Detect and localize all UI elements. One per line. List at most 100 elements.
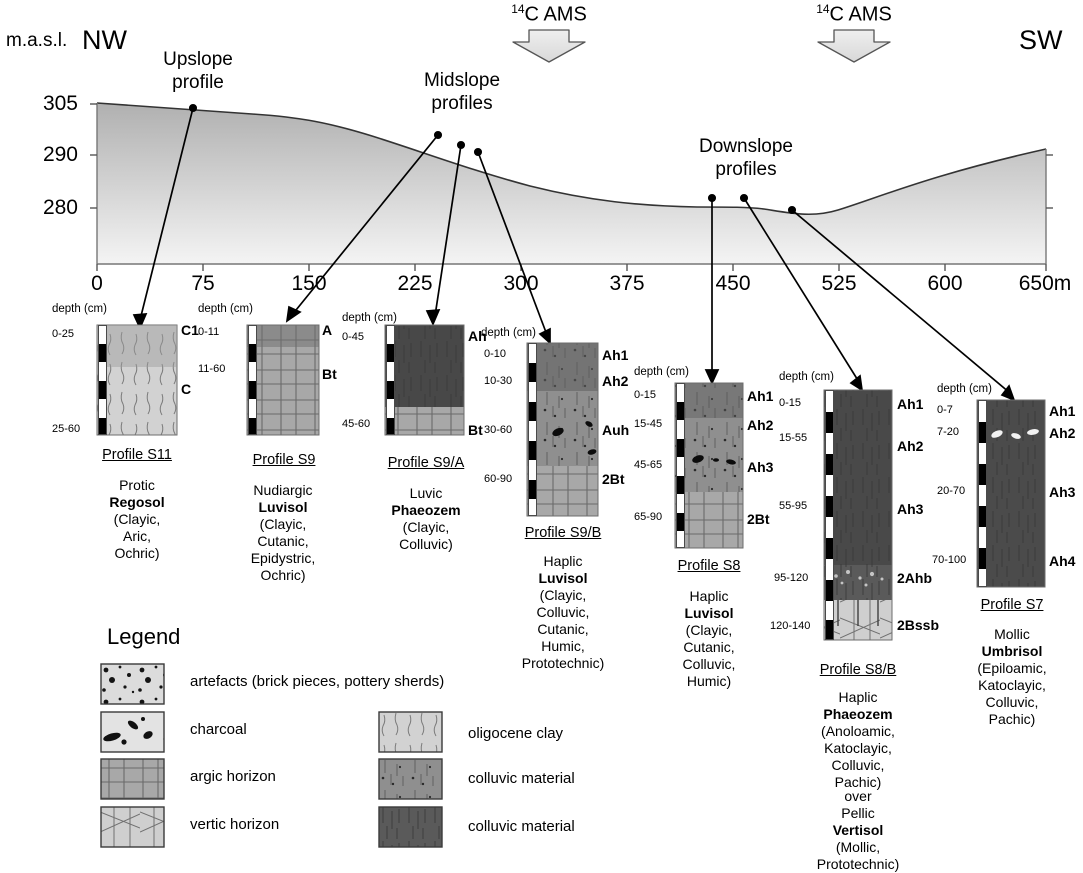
- s8b-desc-2: (Anoloamic,: [821, 723, 895, 740]
- s8b-horizon-0: Ah1: [897, 396, 924, 412]
- s9b-desc-2: (Clayic,: [539, 587, 587, 604]
- s7-depth-header: depth (cm): [937, 383, 992, 395]
- legend-label-colluvic-light: colluvic material: [468, 770, 575, 787]
- s9-desc-3: Cutanic,: [257, 533, 309, 550]
- s8b-depth-4: 120-140: [770, 620, 811, 632]
- legend-label-charcoal: charcoal: [190, 721, 247, 738]
- s8b-depth-0: 0-15: [779, 397, 802, 409]
- s7-horizon-2: Ah3: [1049, 484, 1076, 500]
- profile-column-s7: [976, 399, 1046, 588]
- s8b-horizon-3: 2Ahb: [897, 570, 932, 586]
- callout-midslope-line1: Midslope: [423, 70, 501, 91]
- legend-label-colluvic-dark: colluvic material: [468, 818, 575, 835]
- s8-depth-2: 45-65: [634, 459, 663, 471]
- s8b-profile-name: Profile S8/B: [819, 662, 897, 678]
- s7-horizon-0: Ah1: [1049, 403, 1076, 419]
- s9b-depth-2: 30-60: [484, 424, 513, 436]
- s9a-desc-1: Phaeozem: [391, 502, 461, 519]
- s8-horizon-3: 2Bt: [747, 511, 770, 527]
- s9a-desc-2: (Clayic,: [402, 519, 450, 536]
- s7-desc-1: Umbrisol: [981, 643, 1043, 660]
- s8-desc-2: (Clayic,: [685, 622, 733, 639]
- x-tick-300: 300: [503, 272, 539, 295]
- s8-desc-1: Luvisol: [684, 605, 734, 622]
- s11-horizon-1: C: [181, 381, 192, 397]
- s9-desc-2: (Clayic,: [259, 516, 307, 533]
- callout-upslope: Upslope profile: [150, 49, 246, 95]
- s8-depth-1: 15-45: [634, 418, 663, 430]
- leader-lines: [132, 103, 1016, 402]
- s9-scale-bar: [248, 325, 257, 435]
- s7-depth-1: 7-20: [937, 426, 960, 438]
- s9b-horizon-0: Ah1: [602, 347, 629, 363]
- s7-depth-0: 0-7: [937, 404, 953, 416]
- s7-profile-name: Profile S7: [980, 597, 1044, 613]
- legend-swatch-oligocene: [378, 711, 443, 753]
- profile-column-s11: [96, 324, 178, 436]
- s9-horizon-0: A: [322, 322, 333, 338]
- s7-desc-5: Pachic): [988, 711, 1036, 728]
- callout-downslope-line1: Downslope: [699, 136, 793, 157]
- x-tick-225: 225: [397, 272, 433, 295]
- x-tick-525: 525: [821, 272, 857, 295]
- s8-desc-5: Humic): [686, 673, 732, 690]
- s8-scale-bar: [676, 383, 685, 548]
- s9b-depth-1: 10-30: [484, 375, 513, 387]
- legend-swatch-vertic: [100, 806, 165, 848]
- s7-description: Mollic Umbrisol (Epiloamic, Katoclayic, …: [948, 626, 1076, 728]
- s9b-scale-bar: [528, 343, 537, 516]
- s11-horizon-0: C1: [181, 322, 199, 338]
- legend-swatch-argic: [100, 758, 165, 800]
- s8b-desc2-0: over: [844, 788, 872, 804]
- x-tick-75: 75: [191, 272, 215, 295]
- s9-desc-5: Ochric): [260, 567, 306, 584]
- s9b-horizon-1: Ah2: [602, 373, 629, 389]
- ams-isotope-right: 14: [816, 2, 830, 16]
- s9-depth-1: 11-60: [198, 363, 226, 375]
- profile-column-s9: [246, 324, 320, 436]
- s8-depth-0: 0-15: [634, 389, 657, 401]
- s11-desc-1: Regosol: [109, 494, 165, 511]
- x-tick-450: 450: [715, 272, 751, 295]
- legend-swatch-artefacts: [100, 663, 165, 705]
- compass-sw: SW: [1019, 25, 1063, 55]
- s8b-desc-1: Phaeozem: [823, 706, 893, 723]
- s7-depth-2: 20-70: [937, 485, 966, 497]
- s9-desc-0: Nudiargic: [253, 482, 313, 498]
- s8b-desc2-1: Pellic: [841, 805, 875, 822]
- s9b-depth-3: 60-90: [484, 473, 513, 485]
- s8b-depth-1: 15-55: [779, 432, 808, 444]
- s7-depth-3: 70-100: [932, 554, 967, 566]
- s9a-depth-0: 0-45: [342, 331, 365, 343]
- s8-description: Haplic Luvisol (Clayic, Cutanic, Colluvi…: [648, 588, 770, 690]
- callout-downslope-line2: profiles: [715, 158, 777, 180]
- s9b-depth-header: depth (cm): [481, 327, 536, 339]
- s9a-description: Luvic Phaeozem (Clayic, Colluvic): [362, 485, 490, 553]
- s9a-depth-1: 45-60: [342, 418, 371, 430]
- s8b-depth-3: 95-120: [774, 572, 809, 584]
- s8b-horizon-2: Ah3: [897, 501, 924, 517]
- s9-desc-4: Epidystric,: [250, 550, 316, 567]
- s9-depth-0: 0-11: [198, 326, 220, 338]
- ams-label-left: 14C AMS: [499, 2, 599, 27]
- s9b-horizon-3: 2Bt: [602, 471, 625, 487]
- s11-scale-bar: [98, 325, 107, 435]
- s7-desc-2: (Epiloamic,: [977, 660, 1047, 677]
- s8-horizon-2: Ah3: [747, 459, 774, 475]
- s8-horizon-1: Ah2: [747, 417, 774, 433]
- s11-desc-0: Protic: [119, 477, 155, 493]
- s9b-desc-1: Luvisol: [538, 570, 588, 587]
- s9b-desc-5: Humic,: [541, 638, 585, 655]
- s8-desc-3: Cutanic,: [683, 639, 735, 656]
- x-tick-650: 650m: [1018, 272, 1072, 295]
- s8b-description: Haplic Phaeozem (Anoloamic, Katoclayic, …: [790, 689, 926, 791]
- s8-profile-name: Profile S8: [677, 558, 741, 574]
- x-tick-375: 375: [609, 272, 645, 295]
- s8b-desc-0: Haplic: [838, 689, 878, 705]
- s11-desc-2: (Clayic,: [113, 511, 161, 528]
- ams-label-right: 14C AMS: [804, 2, 904, 27]
- s9b-desc-4: Cutanic,: [537, 621, 589, 638]
- ams-text-left: C AMS: [524, 3, 587, 26]
- s8b-desc-5: Pachic): [834, 774, 882, 791]
- s9b-depth-0: 0-10: [484, 348, 507, 360]
